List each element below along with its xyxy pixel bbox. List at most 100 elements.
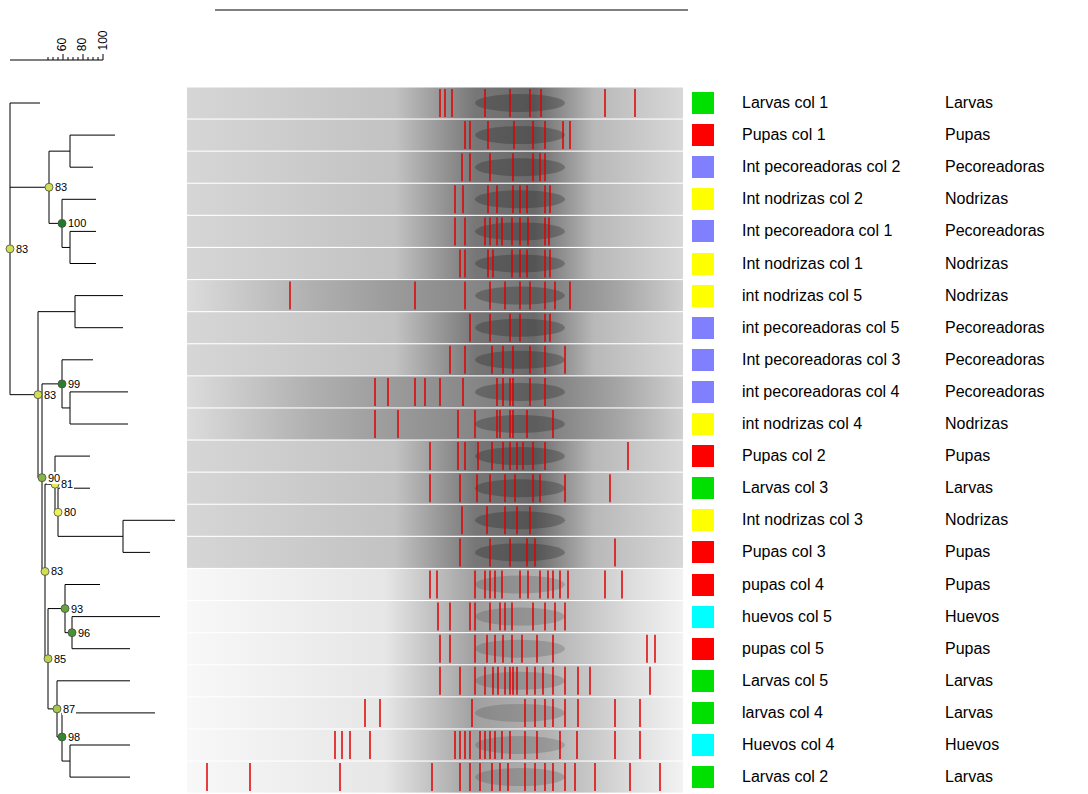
band-mark (484, 667, 486, 695)
gel-lane (187, 762, 683, 793)
band-mark (459, 474, 461, 502)
band-mark (534, 699, 536, 727)
group-swatch (692, 477, 714, 499)
group-name: Larvas (945, 478, 993, 498)
band-mark (569, 121, 571, 149)
sample-name: int nodrizas col 4 (742, 414, 862, 434)
band-mark (449, 346, 451, 374)
lane-smear (475, 94, 565, 112)
band-mark (529, 378, 531, 406)
sample-name: Larvas col 2 (742, 767, 828, 787)
band-mark (449, 635, 451, 663)
band-mark (509, 667, 511, 695)
band-mark (549, 185, 551, 213)
band-mark (489, 603, 491, 631)
group-name: Huevos (945, 607, 999, 627)
band-mark (494, 571, 496, 599)
band-mark (457, 410, 459, 438)
band-mark (589, 667, 591, 695)
band-mark (461, 153, 463, 181)
band-mark (509, 89, 511, 117)
scale-line (10, 60, 103, 61)
group-name: Huevos (945, 735, 999, 755)
band-mark (529, 282, 531, 310)
band-mark (529, 506, 531, 534)
lane-ground (187, 441, 683, 472)
branch (38, 311, 75, 312)
group-name: Pupas (945, 639, 990, 659)
band-mark (511, 250, 513, 278)
group-swatch (692, 445, 714, 467)
lane-ground (187, 376, 683, 407)
branch (58, 536, 123, 537)
leaf-branch (70, 391, 128, 392)
band-mark (509, 378, 511, 406)
band-mark (629, 763, 631, 791)
scale-tick (93, 57, 94, 60)
gel-lane (187, 601, 683, 632)
sample-name: Int nodrizas col 1 (742, 254, 863, 274)
band-mark (512, 185, 514, 213)
band-mark (496, 185, 498, 213)
lane-ground (187, 344, 683, 375)
group-swatch (692, 156, 714, 178)
band-mark (627, 442, 629, 470)
band-mark (522, 442, 524, 470)
band-mark (576, 731, 578, 759)
dendrogram (6, 103, 175, 777)
band-mark (469, 603, 471, 631)
sample-name: Pupas col 1 (742, 125, 826, 145)
lane-smear (475, 479, 565, 497)
band-mark (374, 378, 376, 406)
bootstrap-value: 81 (60, 478, 74, 490)
band-mark (461, 506, 463, 534)
sample-name: Pupas col 3 (742, 542, 826, 562)
band-mark (549, 250, 551, 278)
gel-lane (187, 409, 683, 440)
band-mark (544, 763, 546, 791)
band-mark (479, 731, 481, 759)
band-mark (513, 121, 515, 149)
band-mark (569, 282, 571, 310)
sample-name: Larvas col 1 (742, 93, 828, 113)
band-mark (491, 346, 493, 374)
band-mark (487, 185, 489, 213)
band-mark (527, 571, 529, 599)
band-mark (502, 346, 504, 374)
sample-name: pupas col 5 (742, 639, 824, 659)
band-mark (451, 89, 453, 117)
band-mark (379, 699, 381, 727)
band-mark (532, 153, 534, 181)
band-mark (509, 314, 511, 342)
top-rule (215, 10, 688, 11)
band-mark (474, 571, 476, 599)
lane-ground (187, 505, 683, 536)
gel-lane (187, 312, 683, 343)
cluster-dot (58, 219, 66, 227)
band-mark (539, 571, 541, 599)
gel-lane (187, 216, 683, 247)
band-mark (614, 699, 616, 727)
band-mark (526, 538, 528, 566)
band-mark (544, 282, 546, 310)
band-mark (486, 506, 488, 534)
band-mark (469, 763, 471, 791)
scale-tick (73, 57, 74, 60)
gel-lane (187, 248, 683, 279)
band-mark (552, 635, 554, 663)
band-mark (459, 250, 461, 278)
band-mark (491, 763, 493, 791)
lane-smear (475, 640, 565, 658)
group-name: Pecoreadoras (945, 157, 1045, 177)
band-mark (464, 731, 466, 759)
lane-ground (187, 216, 683, 247)
group-swatch (692, 574, 714, 596)
lane-smear (475, 383, 565, 401)
leaf-branch (72, 648, 130, 649)
gel-lane (187, 376, 683, 407)
lane-smear (475, 415, 565, 433)
band-mark (639, 731, 641, 759)
band-mark (492, 250, 494, 278)
band-mark (564, 763, 566, 791)
